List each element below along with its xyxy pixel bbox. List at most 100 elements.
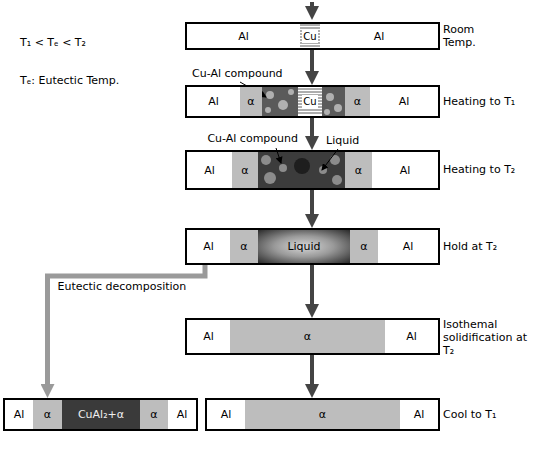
stage-label: Isothemal solidification at T₂: [443, 318, 533, 357]
hatch-line: [300, 46, 320, 47]
process-arrow: [310, 50, 314, 75]
compound-layer: [262, 87, 345, 116]
region-label: α: [304, 330, 311, 343]
region-label: Al: [203, 330, 214, 343]
region-label: α: [241, 164, 248, 177]
alpha-region: α: [345, 152, 372, 188]
liquid-pool: [294, 158, 310, 174]
callout-label: Liquid: [326, 134, 359, 147]
alpha-region: α: [232, 152, 258, 188]
stage-row: Hold at T₂AlαLiquidαAl: [185, 228, 440, 265]
stage-row: Cool to T₁AlαAl: [205, 398, 440, 431]
region-label: Al: [399, 95, 410, 108]
stage-label: Room Temp.: [443, 23, 495, 49]
hatch-line: [298, 110, 322, 111]
cu-hatching: [300, 24, 320, 48]
region-label: Liquid: [287, 240, 320, 253]
al-region: Al: [168, 398, 198, 431]
process-arrow: [310, 118, 314, 140]
cu-region: Cu: [300, 24, 320, 48]
region-label: Al: [203, 240, 214, 253]
cu-insert: [300, 24, 320, 48]
region-label: α: [319, 408, 326, 421]
al-region: Al: [320, 24, 438, 48]
al-region: Al: [187, 152, 232, 188]
alpha-region: α: [240, 87, 262, 116]
compound-grain: [334, 104, 342, 112]
edge-label: Eutectic decomposition: [58, 280, 187, 293]
alpha-region: α: [33, 398, 62, 431]
al-region: Al: [370, 87, 438, 116]
stage-label: Hold at T₂: [443, 240, 535, 253]
hatch-line: [298, 113, 322, 114]
leader-line: [322, 149, 338, 170]
region-label: Al: [406, 330, 417, 343]
compound-grain: [264, 172, 276, 184]
compound-region: [322, 87, 345, 116]
al-region: Al: [187, 87, 240, 116]
hatch-line: [300, 28, 320, 29]
region-label: α: [354, 95, 361, 108]
region-label: Cu: [302, 30, 317, 43]
process-arrow: [48, 265, 206, 388]
region-label: Al: [414, 408, 425, 421]
compound-grain: [261, 155, 271, 165]
region-label: α: [355, 164, 362, 177]
al-region: Al: [378, 230, 438, 263]
stage-row: Heating to T₂AlααAl: [185, 150, 440, 190]
region-label: α: [247, 95, 254, 108]
al-region: Al: [187, 320, 230, 353]
al-region: Al: [3, 398, 33, 431]
compound-grain: [319, 166, 327, 174]
alpha-region: α: [230, 230, 258, 263]
feed-arrow: [310, 2, 314, 10]
note-text: Tₑ: Eutectic Temp.: [20, 74, 119, 87]
region-label: α: [360, 240, 367, 253]
stage-row: Isothemal solidification at T₂AlαAl: [185, 318, 440, 355]
region-label: Al: [177, 408, 188, 421]
eutectic-region: CuAl₂+α: [62, 398, 140, 431]
hatch-line: [300, 25, 320, 26]
region-label: Cu: [302, 95, 317, 108]
cu-insert: [298, 87, 322, 116]
compound-grain: [265, 107, 271, 113]
region-label: α: [44, 408, 51, 421]
region-label: Al: [14, 408, 25, 421]
region-label: Al: [374, 30, 385, 43]
al-region: Al: [207, 400, 245, 429]
region-label: Al: [208, 95, 219, 108]
region-label: Al: [221, 408, 232, 421]
stage-row: Room Temp.AlCuAl: [185, 22, 440, 50]
hatch-line: [298, 89, 322, 90]
region-label: Al: [204, 164, 215, 177]
alpha-region: α: [350, 230, 378, 263]
al-region: Al: [187, 24, 300, 48]
liquid-region: Liquid: [258, 230, 350, 263]
compound-grain: [330, 155, 340, 165]
alpha-region: α: [245, 400, 400, 429]
compound-region: [262, 87, 298, 116]
compound-grain: [288, 89, 294, 95]
alpha-region: α: [345, 87, 370, 116]
region-label: CuAl₂+α: [78, 408, 124, 421]
al-region: Al: [187, 230, 230, 263]
compound-grain: [324, 109, 330, 115]
process-arrow: [310, 355, 314, 388]
al-region: Al: [372, 152, 438, 188]
region-label: Al: [238, 30, 249, 43]
stage-label: Heating to T₂: [443, 163, 535, 176]
region-label: Al: [403, 240, 414, 253]
al-region: Al: [400, 400, 438, 429]
hatch-line: [300, 43, 320, 44]
compound-grain: [278, 100, 288, 110]
region-label: α: [240, 240, 247, 253]
callout-label: Cu-Al compound: [192, 67, 283, 80]
process-arrow: [310, 265, 314, 308]
temperature-relation: T₁ < Tₑ < T₂: [20, 36, 86, 49]
region-label: α: [150, 408, 157, 421]
alpha-region: α: [140, 398, 168, 431]
cu-region: Cu: [298, 87, 322, 116]
stage-row: Heating to T₁AlαCuαAl: [185, 85, 440, 118]
compound-grain: [332, 175, 342, 185]
